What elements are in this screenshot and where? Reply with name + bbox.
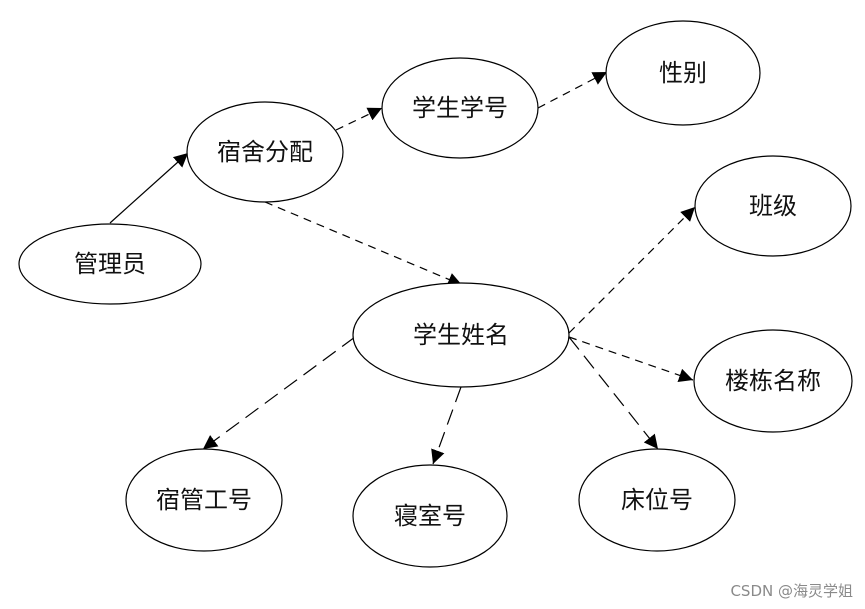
- node-room-no-shape: [352, 464, 508, 568]
- node-gender: 性别: [605, 20, 761, 126]
- edge-dorm-assign-to-student-id: [335, 107, 383, 131]
- edge-student-name-to-class: [568, 206, 696, 334]
- node-staff-id: 宿管工号: [125, 448, 283, 552]
- node-student-id: 学生学号: [381, 57, 539, 159]
- node-room-no-label: 寝室号: [394, 502, 466, 530]
- edge-admin-to-dorm-assign: [109, 152, 189, 224]
- node-staff-id-shape: [125, 448, 283, 552]
- node-building-name: 楼栋名称: [693, 329, 853, 433]
- edges-group: [109, 71, 696, 465]
- edge-student-name-to-building-name: [568, 336, 694, 383]
- node-gender-label: 性别: [659, 59, 707, 87]
- node-bed-no-label: 床位号: [621, 486, 693, 514]
- node-bed-no-shape: [578, 448, 736, 552]
- node-student-name-shape: [352, 282, 570, 388]
- node-dorm-assign: 宿舍分配: [186, 101, 344, 203]
- node-class-label: 班级: [749, 192, 797, 220]
- node-admin-shape: [18, 223, 202, 305]
- node-staff-id-label: 宿管工号: [156, 486, 252, 514]
- edge-student-name-to-staff-id: [202, 336, 356, 450]
- edge-dorm-assign-to-student-name: [264, 201, 463, 287]
- edge-student-name-to-room-no: [431, 386, 462, 465]
- node-dorm-assign-shape: [186, 101, 344, 203]
- watermark-text: CSDN @海灵学姐: [730, 582, 853, 600]
- node-gender-shape: [605, 20, 761, 126]
- node-bed-no: 床位号: [578, 448, 736, 552]
- node-admin: 管理员: [18, 223, 202, 305]
- node-student-id-shape: [381, 57, 539, 159]
- edge-student-id-to-gender: [537, 71, 608, 109]
- node-class: 班级: [694, 155, 852, 257]
- node-student-id-label: 学生学号: [412, 94, 508, 122]
- node-room-no: 寝室号: [352, 464, 508, 568]
- edge-student-name-to-bed-no: [568, 336, 659, 450]
- node-building-name-label: 楼栋名称: [725, 367, 821, 395]
- node-admin-label: 管理员: [74, 250, 146, 278]
- node-student-name: 学生姓名: [352, 282, 570, 388]
- node-class-shape: [694, 155, 852, 257]
- node-student-name-label: 学生姓名: [413, 321, 509, 349]
- node-building-name-shape: [693, 329, 853, 433]
- node-dorm-assign-label: 宿舍分配: [217, 138, 313, 166]
